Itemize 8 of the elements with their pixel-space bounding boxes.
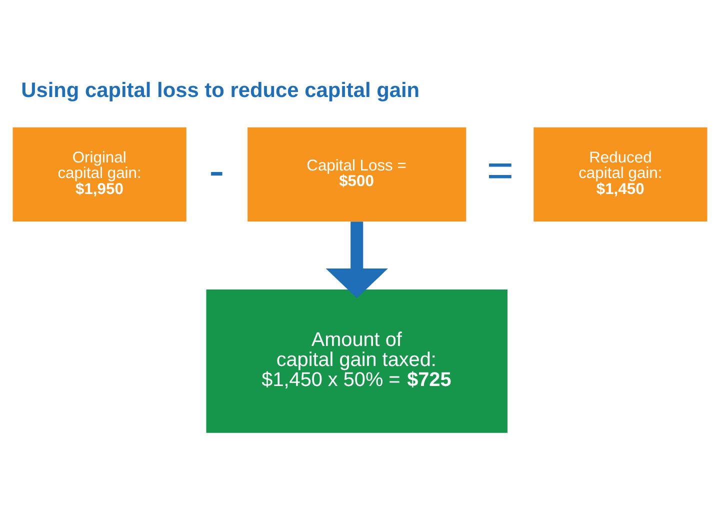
- label: =: [486, 144, 514, 196]
- arrow: [326, 221, 388, 298]
- label: -: [209, 144, 224, 196]
- node-box: Capital Loss = $500: [248, 126, 466, 222]
- node-box: Reduced capital gain: $1,450: [534, 126, 708, 222]
- node-box: Original capital gain: $1,950: [12, 126, 186, 222]
- node-box: Amount of capital gain taxed: $1,450 x 50% = $725: [206, 289, 508, 432]
- diagram-title: Using capital loss to reduce capital gain: [21, 78, 420, 102]
